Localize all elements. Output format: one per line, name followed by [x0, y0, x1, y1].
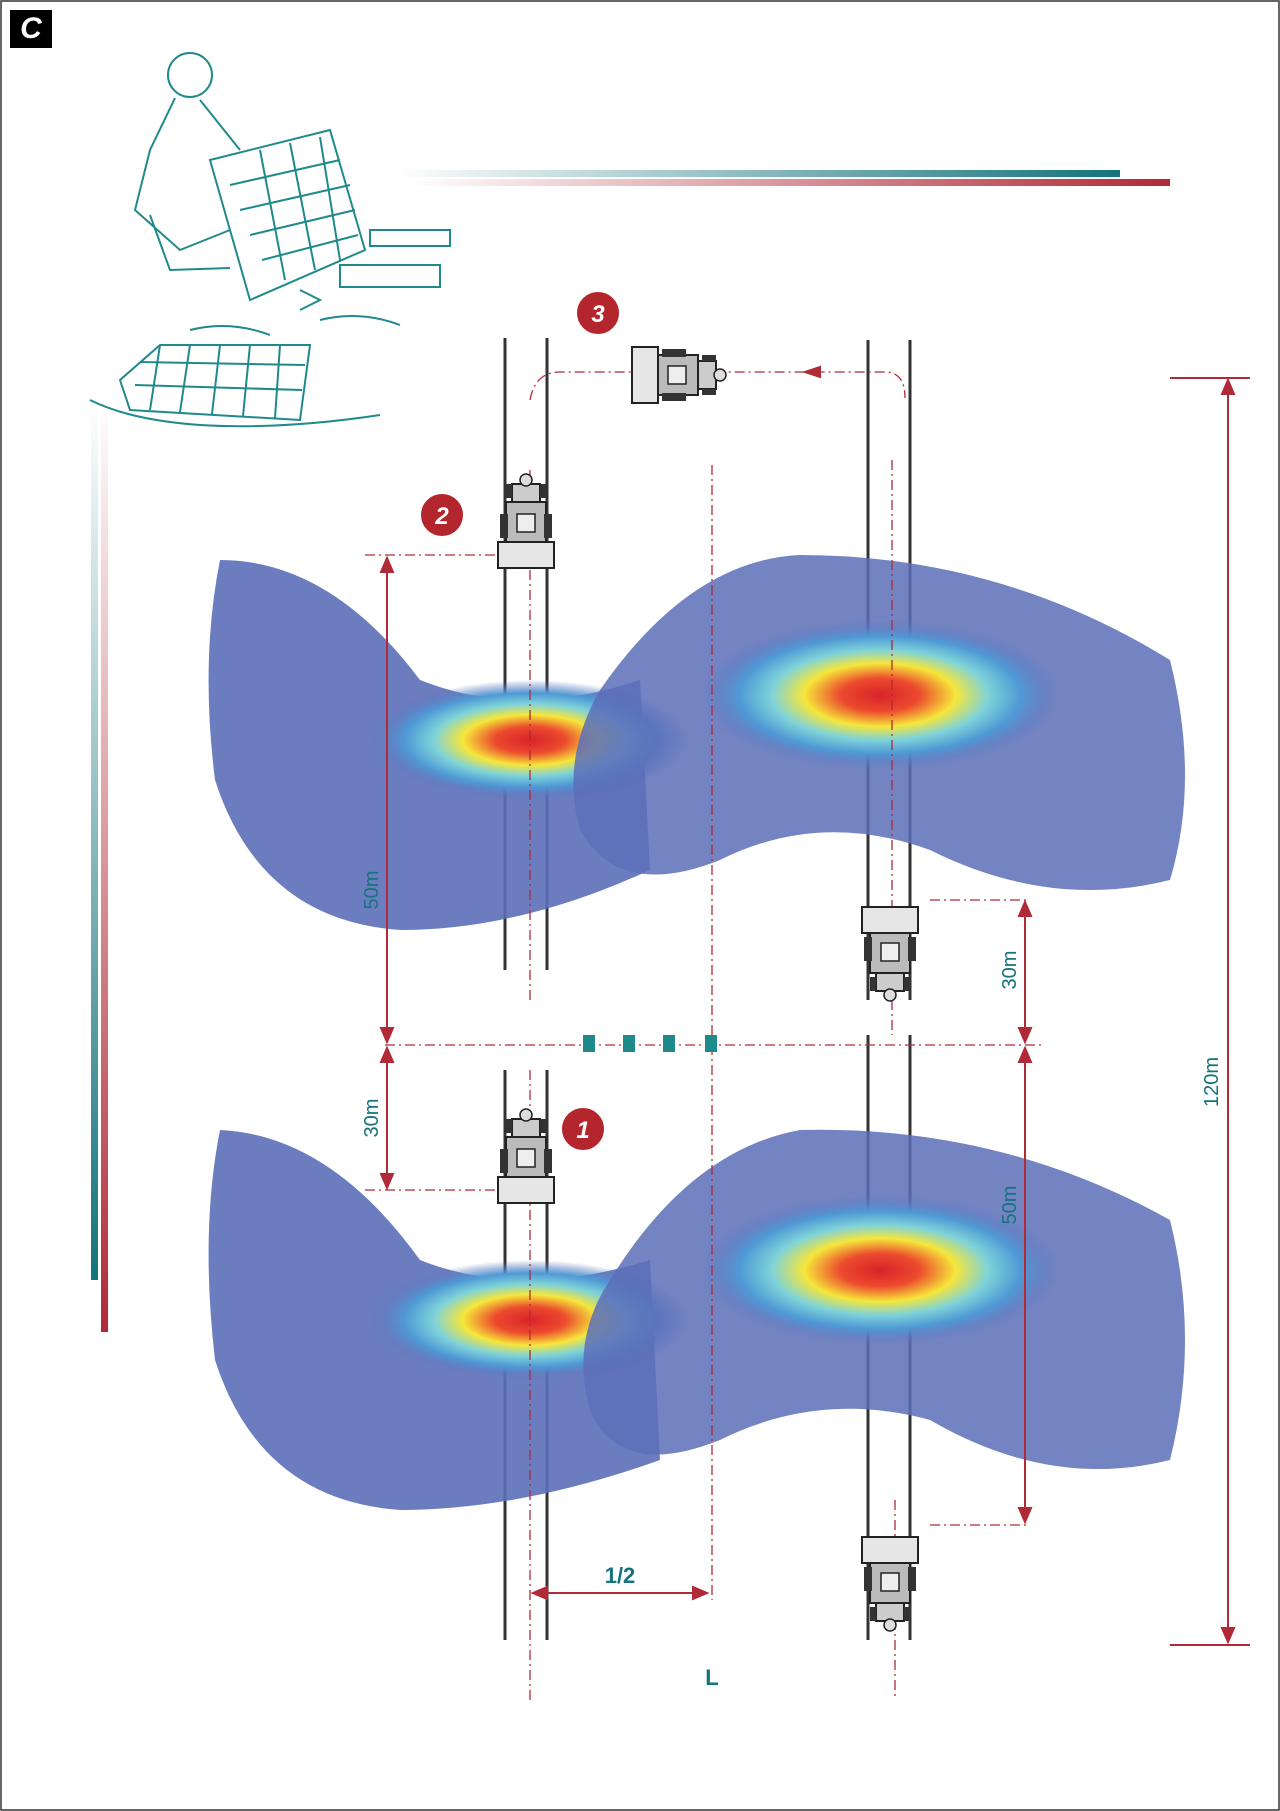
step-badge-2: 2 — [419, 492, 465, 538]
dimension-label-50m-right: 50m — [999, 1186, 1021, 1225]
corner-label: C — [10, 10, 52, 48]
lower-spray-swath — [208, 1129, 1185, 1510]
worker-sketch-illustration — [89, 52, 451, 428]
step-number-3: 3 — [591, 301, 605, 328]
step-badge-3: 3 — [575, 290, 621, 336]
tractor-3 — [631, 346, 727, 404]
side-bar-red — [101, 400, 108, 1332]
row-markers — [583, 1035, 717, 1052]
dimension-label-half: 1/2 — [605, 1563, 636, 1588]
tractor-lower-right — [861, 1536, 919, 1632]
dimension-label-30m-right: 30m — [999, 951, 1021, 990]
step-badge-1: 1 — [560, 1106, 606, 1152]
dimension-arrows — [379, 365, 1250, 1646]
dimension-label-width: L — [705, 1665, 718, 1690]
step-number-2: 2 — [434, 503, 449, 530]
side-bar-teal — [91, 400, 98, 1280]
tractor-2 — [497, 473, 555, 569]
dimension-label-total: 120m — [1201, 1057, 1223, 1107]
lower-swath-right-heat — [700, 1195, 1060, 1345]
dimension-label-50m-left: 50m — [361, 871, 383, 910]
top-bar-red — [410, 179, 1170, 186]
upper-swath-right-heat — [700, 620, 1060, 770]
step-number-1: 1 — [576, 1117, 589, 1144]
dimension-label-30m-left: 30m — [361, 1099, 383, 1138]
tractor-1 — [497, 1108, 555, 1204]
tractor-upper-right — [861, 906, 919, 1002]
upper-spray-swath — [208, 555, 1185, 930]
top-bar-teal — [395, 170, 1120, 177]
